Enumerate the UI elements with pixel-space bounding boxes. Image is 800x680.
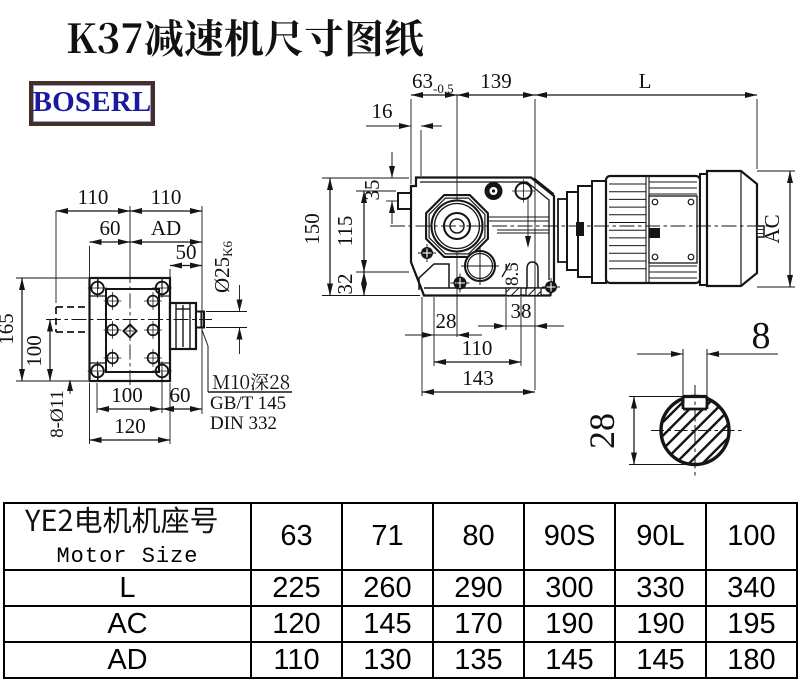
dim-150: 150 bbox=[300, 213, 324, 245]
brand-logo-text: BOSERL bbox=[32, 86, 152, 118]
note-m10 bbox=[212, 373, 290, 391]
table-cell: 190 bbox=[523, 605, 616, 643]
dim-8p5: 8.5 bbox=[502, 262, 523, 286]
dim-63: 63-0.5 bbox=[412, 69, 454, 96]
dim-shaft-28: 28 bbox=[582, 413, 622, 449]
dim-ad: AD bbox=[151, 216, 181, 240]
table-cell: 120 bbox=[250, 605, 343, 643]
dim-60-top: 60 bbox=[100, 216, 121, 240]
note-gbt: GB/T 145 bbox=[210, 393, 286, 414]
table-cell: 340 bbox=[705, 569, 798, 607]
dim-35: 35 bbox=[360, 180, 384, 201]
table-header-cn bbox=[24, 506, 217, 534]
output-boss-octagon bbox=[425, 194, 489, 258]
left-view bbox=[46, 268, 212, 390]
table-col-header: 90S bbox=[523, 502, 616, 571]
table-cell: 170 bbox=[432, 605, 525, 643]
table-cell: 195 bbox=[705, 605, 798, 643]
dim-165: 165 bbox=[0, 313, 18, 345]
table-col-header: 63 bbox=[250, 502, 343, 571]
shaft-section: 8 28 bbox=[582, 315, 778, 476]
table-col-header: 71 bbox=[341, 502, 434, 571]
dim-110-center: 110 bbox=[462, 336, 493, 360]
dim-32: 32 bbox=[333, 274, 357, 295]
dim-110-right: 110 bbox=[151, 185, 182, 209]
dim-139: 139 bbox=[480, 69, 512, 93]
table-cell: 145 bbox=[523, 641, 616, 679]
table-cell: 225 bbox=[250, 569, 343, 607]
dim-28: 28 bbox=[436, 309, 457, 333]
dim-110-left: 110 bbox=[78, 185, 109, 209]
table-row-label: AD bbox=[3, 641, 252, 679]
table-header-cell: Motor Size bbox=[3, 502, 252, 571]
table-row-label: L bbox=[3, 569, 252, 607]
front-view: 8.5 bbox=[390, 169, 772, 297]
table-cell: 290 bbox=[432, 569, 525, 607]
brand-logo: BOSERL bbox=[29, 81, 155, 126]
table-col-header: 90L bbox=[614, 502, 707, 571]
dim-100-vert: 100 bbox=[22, 335, 46, 367]
note-din: DIN 332 bbox=[210, 413, 277, 434]
table-cell: 190 bbox=[614, 605, 707, 643]
dim-shaft-dia: Ø25K6 bbox=[210, 240, 235, 293]
table-col-header: 100 bbox=[705, 502, 798, 571]
page-title-text bbox=[67, 18, 424, 57]
table-cell: 145 bbox=[614, 641, 707, 679]
dim-60-bottom: 60 bbox=[170, 383, 191, 407]
front-view-dimensions: 63-0.5 139 L 16 150 115 32 35 28 38 110 143 AC bbox=[300, 69, 795, 396]
table-col-header: 80 bbox=[432, 502, 525, 571]
table-cell: 130 bbox=[341, 641, 434, 679]
dim-143: 143 bbox=[462, 366, 494, 390]
dim-L: L bbox=[639, 69, 652, 93]
table-header-cn-text bbox=[24, 506, 217, 534]
page-title bbox=[67, 18, 424, 57]
table-cell: 180 bbox=[705, 641, 798, 679]
dim-120: 120 bbox=[114, 414, 146, 438]
dim-100-bottom: 100 bbox=[111, 383, 143, 407]
dim-38: 38 bbox=[511, 299, 532, 323]
dim-ac: AC bbox=[760, 214, 784, 243]
table-cell: 260 bbox=[341, 569, 434, 607]
table-cell: 330 bbox=[614, 569, 707, 607]
table-cell: 300 bbox=[523, 569, 616, 607]
table-cell: 110 bbox=[250, 641, 343, 679]
dim-115: 115 bbox=[333, 216, 357, 247]
table-header-en: Motor Size bbox=[56, 544, 199, 569]
dim-50: 50 bbox=[176, 240, 197, 264]
fan-cowl bbox=[705, 169, 759, 288]
table-cell: 145 bbox=[341, 605, 434, 643]
dim-16: 16 bbox=[372, 99, 393, 123]
label-8-d11: 8-Ø11 bbox=[47, 390, 68, 438]
table-row-label: AC bbox=[3, 605, 252, 643]
table-cell: 135 bbox=[432, 641, 525, 679]
dim-key-8: 8 bbox=[752, 315, 771, 357]
